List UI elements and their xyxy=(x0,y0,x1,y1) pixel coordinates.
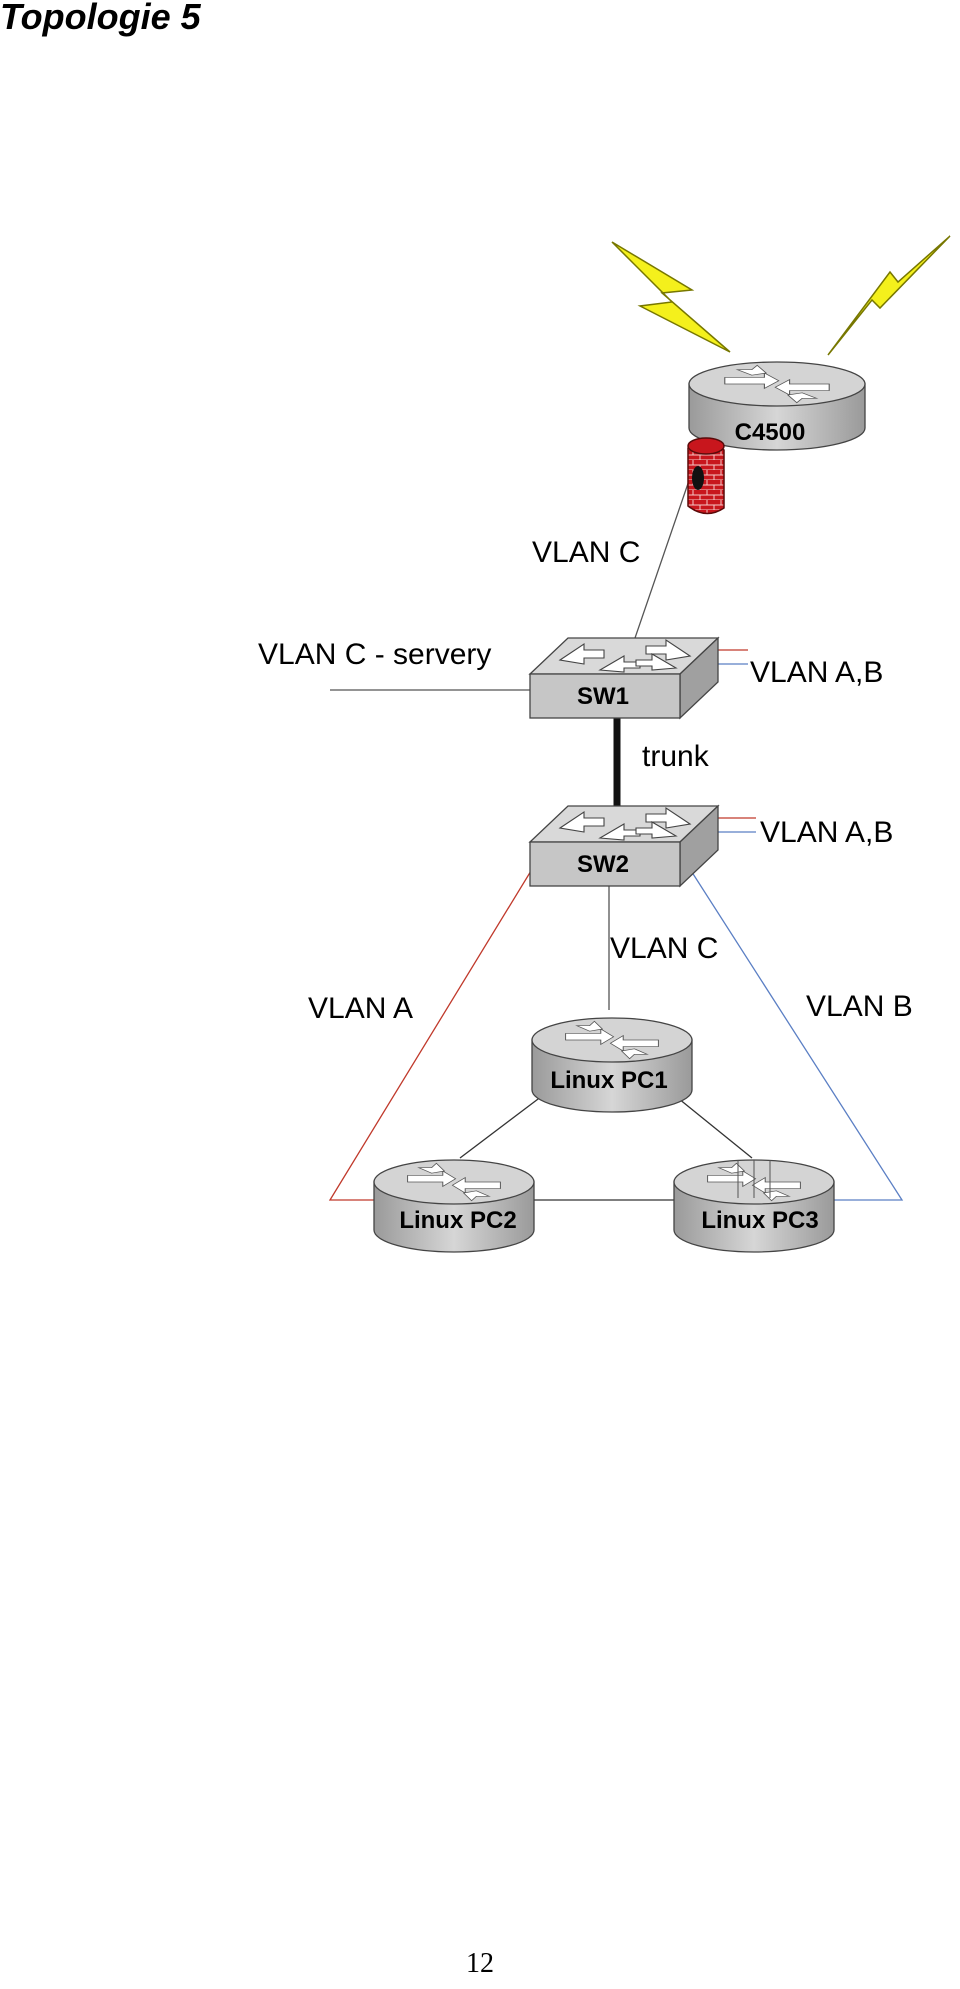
vlan-b-label: VLAN B xyxy=(806,990,913,1023)
vlan-a-label: VLAN A xyxy=(308,992,413,1025)
link-vlan-a xyxy=(328,865,535,1201)
link-c4500-sw1 xyxy=(634,465,695,639)
sw2-vlan-ab-label: VLAN A,B xyxy=(760,816,893,849)
trunk-label: trunk xyxy=(642,740,710,773)
pc3-label: Linux PC3 xyxy=(701,1207,818,1234)
router-icon xyxy=(673,1159,835,1253)
c4500-label: C4500 xyxy=(735,419,806,446)
sw1-label: SW1 xyxy=(577,683,629,710)
router-icon xyxy=(531,1017,693,1113)
link-vlan-b xyxy=(687,865,904,1201)
lightning-bolt-icon xyxy=(611,241,731,353)
pc1-label: Linux PC1 xyxy=(550,1067,667,1094)
vlan-c-pc1-label: VLAN C xyxy=(610,932,718,965)
switch-icon xyxy=(528,636,720,720)
vlan-c-uplink-label: VLAN C xyxy=(532,536,640,569)
link-pc1-pc2 xyxy=(459,1089,551,1159)
lightning-bolt-icon xyxy=(827,235,951,356)
page-title: Topologie 5 xyxy=(0,0,201,37)
sw1-vlan-ab-label: VLAN A,B xyxy=(750,656,883,689)
router-icon xyxy=(373,1159,535,1253)
switch-icon xyxy=(528,804,720,888)
vlan-c-servers-label: VLAN C - servery xyxy=(258,638,491,671)
pc2-label: Linux PC2 xyxy=(399,1207,516,1234)
page-number: 12 xyxy=(466,1948,494,1979)
firewall-icon xyxy=(687,437,725,515)
router-icon xyxy=(688,361,866,451)
sw2-label: SW2 xyxy=(577,851,629,878)
